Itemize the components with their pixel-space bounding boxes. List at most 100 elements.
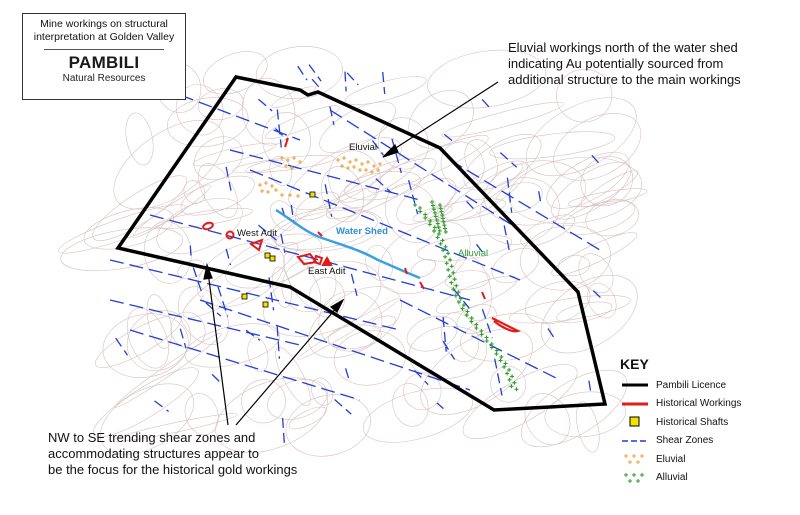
eluvial-cross [258,183,262,187]
shear-zone [109,299,301,346]
contour-line [410,258,436,278]
contour-line [273,209,378,250]
alluvial-cross [449,280,454,285]
alluvial-cross [446,251,451,256]
alluvial-cross [437,231,441,236]
eluvial-cross [280,156,284,160]
note-eluvial-workings: Eluvial workings north of the water shed… [508,40,788,88]
shear-zone [399,299,561,381]
shear-zone [371,140,385,156]
alluvial-cross [452,277,457,282]
contour-line [177,286,229,345]
shear-zone [229,149,421,201]
shear-zone [382,71,386,95]
eluvial-cross [342,156,346,160]
contour-line [263,260,382,337]
shear-zone [375,178,392,193]
eluvial-cross [284,164,288,168]
contour-line [132,184,211,238]
shear-zone [350,273,358,297]
alluvial-cross [503,361,508,366]
contour-line [441,101,564,138]
alluvial-cross [479,332,484,337]
shear-zone [258,98,273,112]
contour-line [83,207,174,250]
eluvial-cross [260,189,264,193]
alluvial-cross [507,377,512,382]
key-label-workings: Historical Workings [656,398,742,410]
contour-line [378,220,471,295]
shear-zone [281,417,286,446]
alluvial-cross [510,374,515,379]
contour-line [443,160,528,221]
eluvial-cross [340,164,344,168]
contour-line [180,175,255,216]
eluvial-cross [358,168,362,172]
shear-zone [475,243,485,255]
contour-line [245,159,285,173]
alluvial-cross-icon [620,471,650,485]
contour-lines [58,46,648,457]
contour-line [416,234,513,262]
shear-zone [344,71,347,92]
key-item-shear: Shear Zones [620,432,741,451]
alluvial-cross [418,206,422,210]
alluvial-cross [443,226,447,231]
alluvial-cross [456,300,461,305]
contour-line [193,136,243,181]
alluvial-cross [454,283,459,288]
eluvial-cross-icon [620,452,650,466]
eluvial-cross [290,166,294,170]
title-line-1: Mine workings on structural [40,18,168,30]
key-item-alluvial: Alluvial [620,469,741,488]
shear-zone [329,109,521,231]
contour-line [444,270,491,290]
key-item-workings: Historical Workings [620,395,741,414]
eluvial-cross [366,160,370,164]
eluvial-cross [292,156,296,160]
contour-line [551,232,638,276]
contour-line [112,413,238,442]
alluvial-cross [461,303,466,308]
eluvial-cross [298,160,302,164]
alluvial-cross [440,216,445,221]
contour-line [241,379,286,424]
alluvial-cross [444,261,449,266]
contour-line [520,369,628,448]
contour-line [232,155,336,174]
alluvial-cross [435,221,440,226]
shear-zone [217,286,229,317]
contour-line [100,383,195,455]
contour-line [427,198,507,222]
shear-zone [192,267,204,297]
contour-line [580,170,639,208]
contour-line [60,227,184,272]
contour-line [262,112,311,169]
shaft-square-icon [620,415,650,429]
historical-workings [202,137,521,333]
eluvial-cross [346,166,350,170]
contour-line [479,177,560,245]
alluvial-workings [413,200,519,392]
shear-zones [109,64,603,446]
title-divider [44,49,164,50]
contour-line [576,401,600,453]
alluvial-cross [428,218,433,223]
shear-zone [297,65,308,81]
shear-zone [442,316,447,352]
contour-line [420,328,533,415]
contour-line [540,274,638,354]
shear-zone [344,368,351,382]
contour-line [113,119,225,210]
contour-line [288,406,327,430]
contour-line [367,134,489,193]
contour-line [271,86,317,108]
alluvial-cross [498,358,503,363]
eluvial-cross [348,160,352,164]
contour-line [365,244,394,282]
shear-zone [506,177,513,213]
contour-line [182,242,299,318]
contour-line [125,112,154,166]
contour-line [177,259,205,280]
eluvial-cross [286,158,290,162]
